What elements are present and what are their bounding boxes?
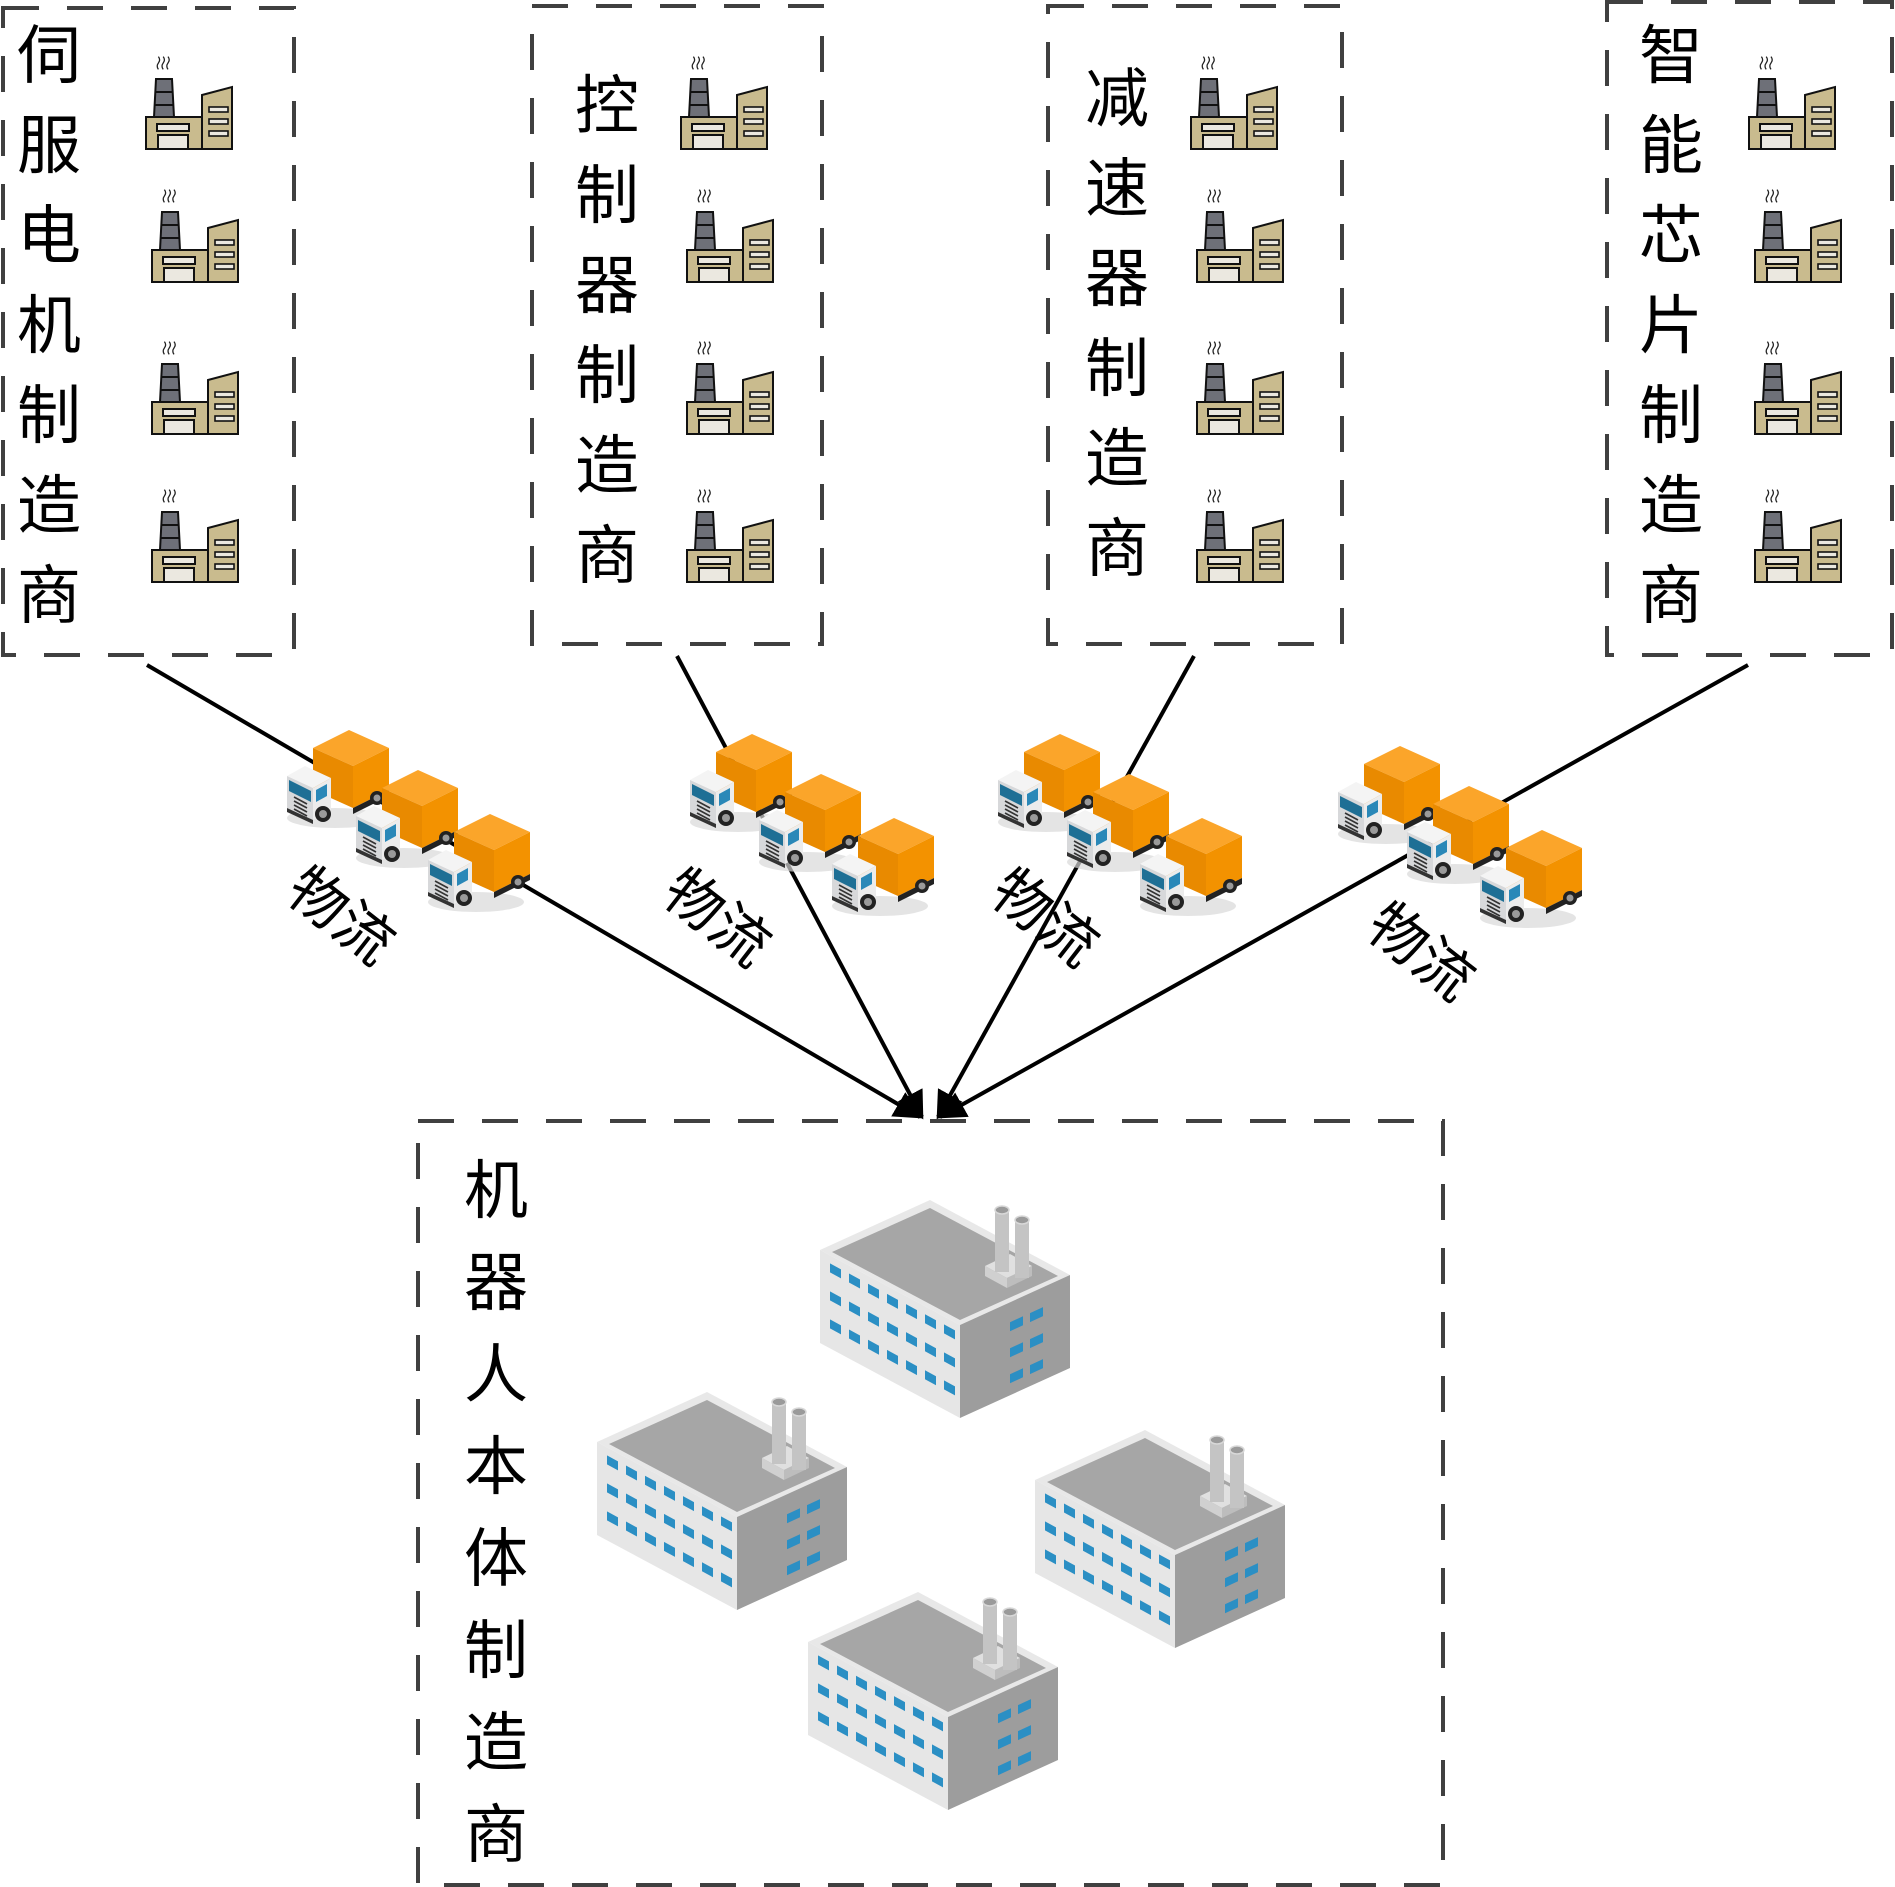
supplier-label-controller: 控制器制造商 [572, 62, 642, 602]
factory-icon [686, 340, 774, 435]
label-character: 器 [1085, 243, 1149, 317]
label-character: 制 [464, 1615, 528, 1689]
factory-icon [1748, 55, 1836, 150]
label-character: 造 [464, 1707, 528, 1781]
label-character: 体 [464, 1523, 528, 1597]
supplier-box-chip [1605, 0, 1894, 657]
target-box-robot-body [416, 1119, 1445, 1887]
label-character: 制 [575, 160, 639, 234]
factory-icon [151, 188, 239, 283]
label-character: 速 [1085, 153, 1149, 227]
label-character: 器 [575, 250, 639, 324]
factory-icon [1754, 488, 1842, 583]
dashed-border [1, 6, 296, 657]
arrow-controller-to-robot [675, 655, 924, 1120]
factory-icon [686, 188, 774, 283]
label-character: 减 [1085, 63, 1149, 137]
factory-icon [680, 55, 768, 150]
label-character: 制 [575, 340, 639, 414]
label-character: 造 [1639, 470, 1703, 544]
arrow-servo-to-robot [145, 663, 923, 1119]
label-character: 制 [1639, 380, 1703, 454]
supplier-box-servo [1, 6, 296, 657]
label-character: 伺 [17, 20, 81, 94]
label-character: 控 [575, 70, 639, 144]
isometric-factory-building-icon [819, 1199, 1071, 1419]
factory-icon [1196, 188, 1284, 283]
building-windows [818, 1655, 1031, 1788]
factory-icon [1190, 55, 1278, 150]
label-character: 芯 [1639, 200, 1703, 274]
label-character: 制 [17, 380, 81, 454]
factory-icon [1196, 488, 1284, 583]
dashed-border [1605, 0, 1894, 657]
logistics-arrows [145, 655, 1749, 1120]
building-windows [607, 1455, 820, 1588]
target-label-robot-body: 机器人本体制造商 [461, 1146, 531, 1882]
label-character: 智 [1639, 20, 1703, 94]
label-character: 能 [1639, 110, 1703, 184]
factory-icon [1754, 340, 1842, 435]
label-character: 商 [1085, 513, 1149, 587]
label-character: 电 [17, 200, 81, 274]
label-character: 人 [464, 1339, 528, 1413]
label-character: 本 [464, 1431, 528, 1505]
factory-icon [145, 55, 233, 150]
factory-icon [1196, 340, 1284, 435]
label-character: 商 [575, 520, 639, 594]
label-character: 机 [464, 1155, 528, 1229]
arrow-reducer-to-robot [936, 655, 1196, 1120]
supplier-label-reducer: 减速器制造商 [1082, 55, 1152, 595]
label-character: 制 [1085, 333, 1149, 407]
supplier-box-reducer [1046, 4, 1344, 646]
label-character: 造 [1085, 423, 1149, 497]
supplier-box-controller [530, 4, 824, 646]
label-character: 造 [575, 430, 639, 504]
building-windows [1045, 1493, 1258, 1626]
label-character: 片 [1639, 290, 1703, 364]
label-character: 机 [17, 290, 81, 364]
dashed-border [416, 1119, 1445, 1887]
arrow-chip-to-robot [937, 663, 1749, 1119]
building-windows [830, 1263, 1043, 1396]
dashed-border [530, 4, 824, 646]
dashed-border [1046, 4, 1344, 646]
factory-icon [686, 488, 774, 583]
label-character: 服 [17, 110, 81, 184]
isometric-factory-building-icon [596, 1391, 848, 1611]
factory-icon [151, 488, 239, 583]
isometric-factory-building-icon [807, 1591, 1059, 1811]
factory-icon [1754, 188, 1842, 283]
isometric-factory-building-icon [1034, 1429, 1286, 1649]
supplier-label-servo: 伺服电机制造商 [14, 12, 84, 642]
truck-group-chip [1337, 745, 1583, 929]
label-character: 造 [17, 470, 81, 544]
label-character: 商 [17, 560, 81, 634]
factory-icon [151, 340, 239, 435]
label-character: 商 [1639, 560, 1703, 634]
supplier-label-chip: 智能芯片制造商 [1636, 12, 1706, 642]
label-character: 器 [464, 1247, 528, 1321]
label-character: 商 [464, 1799, 528, 1873]
